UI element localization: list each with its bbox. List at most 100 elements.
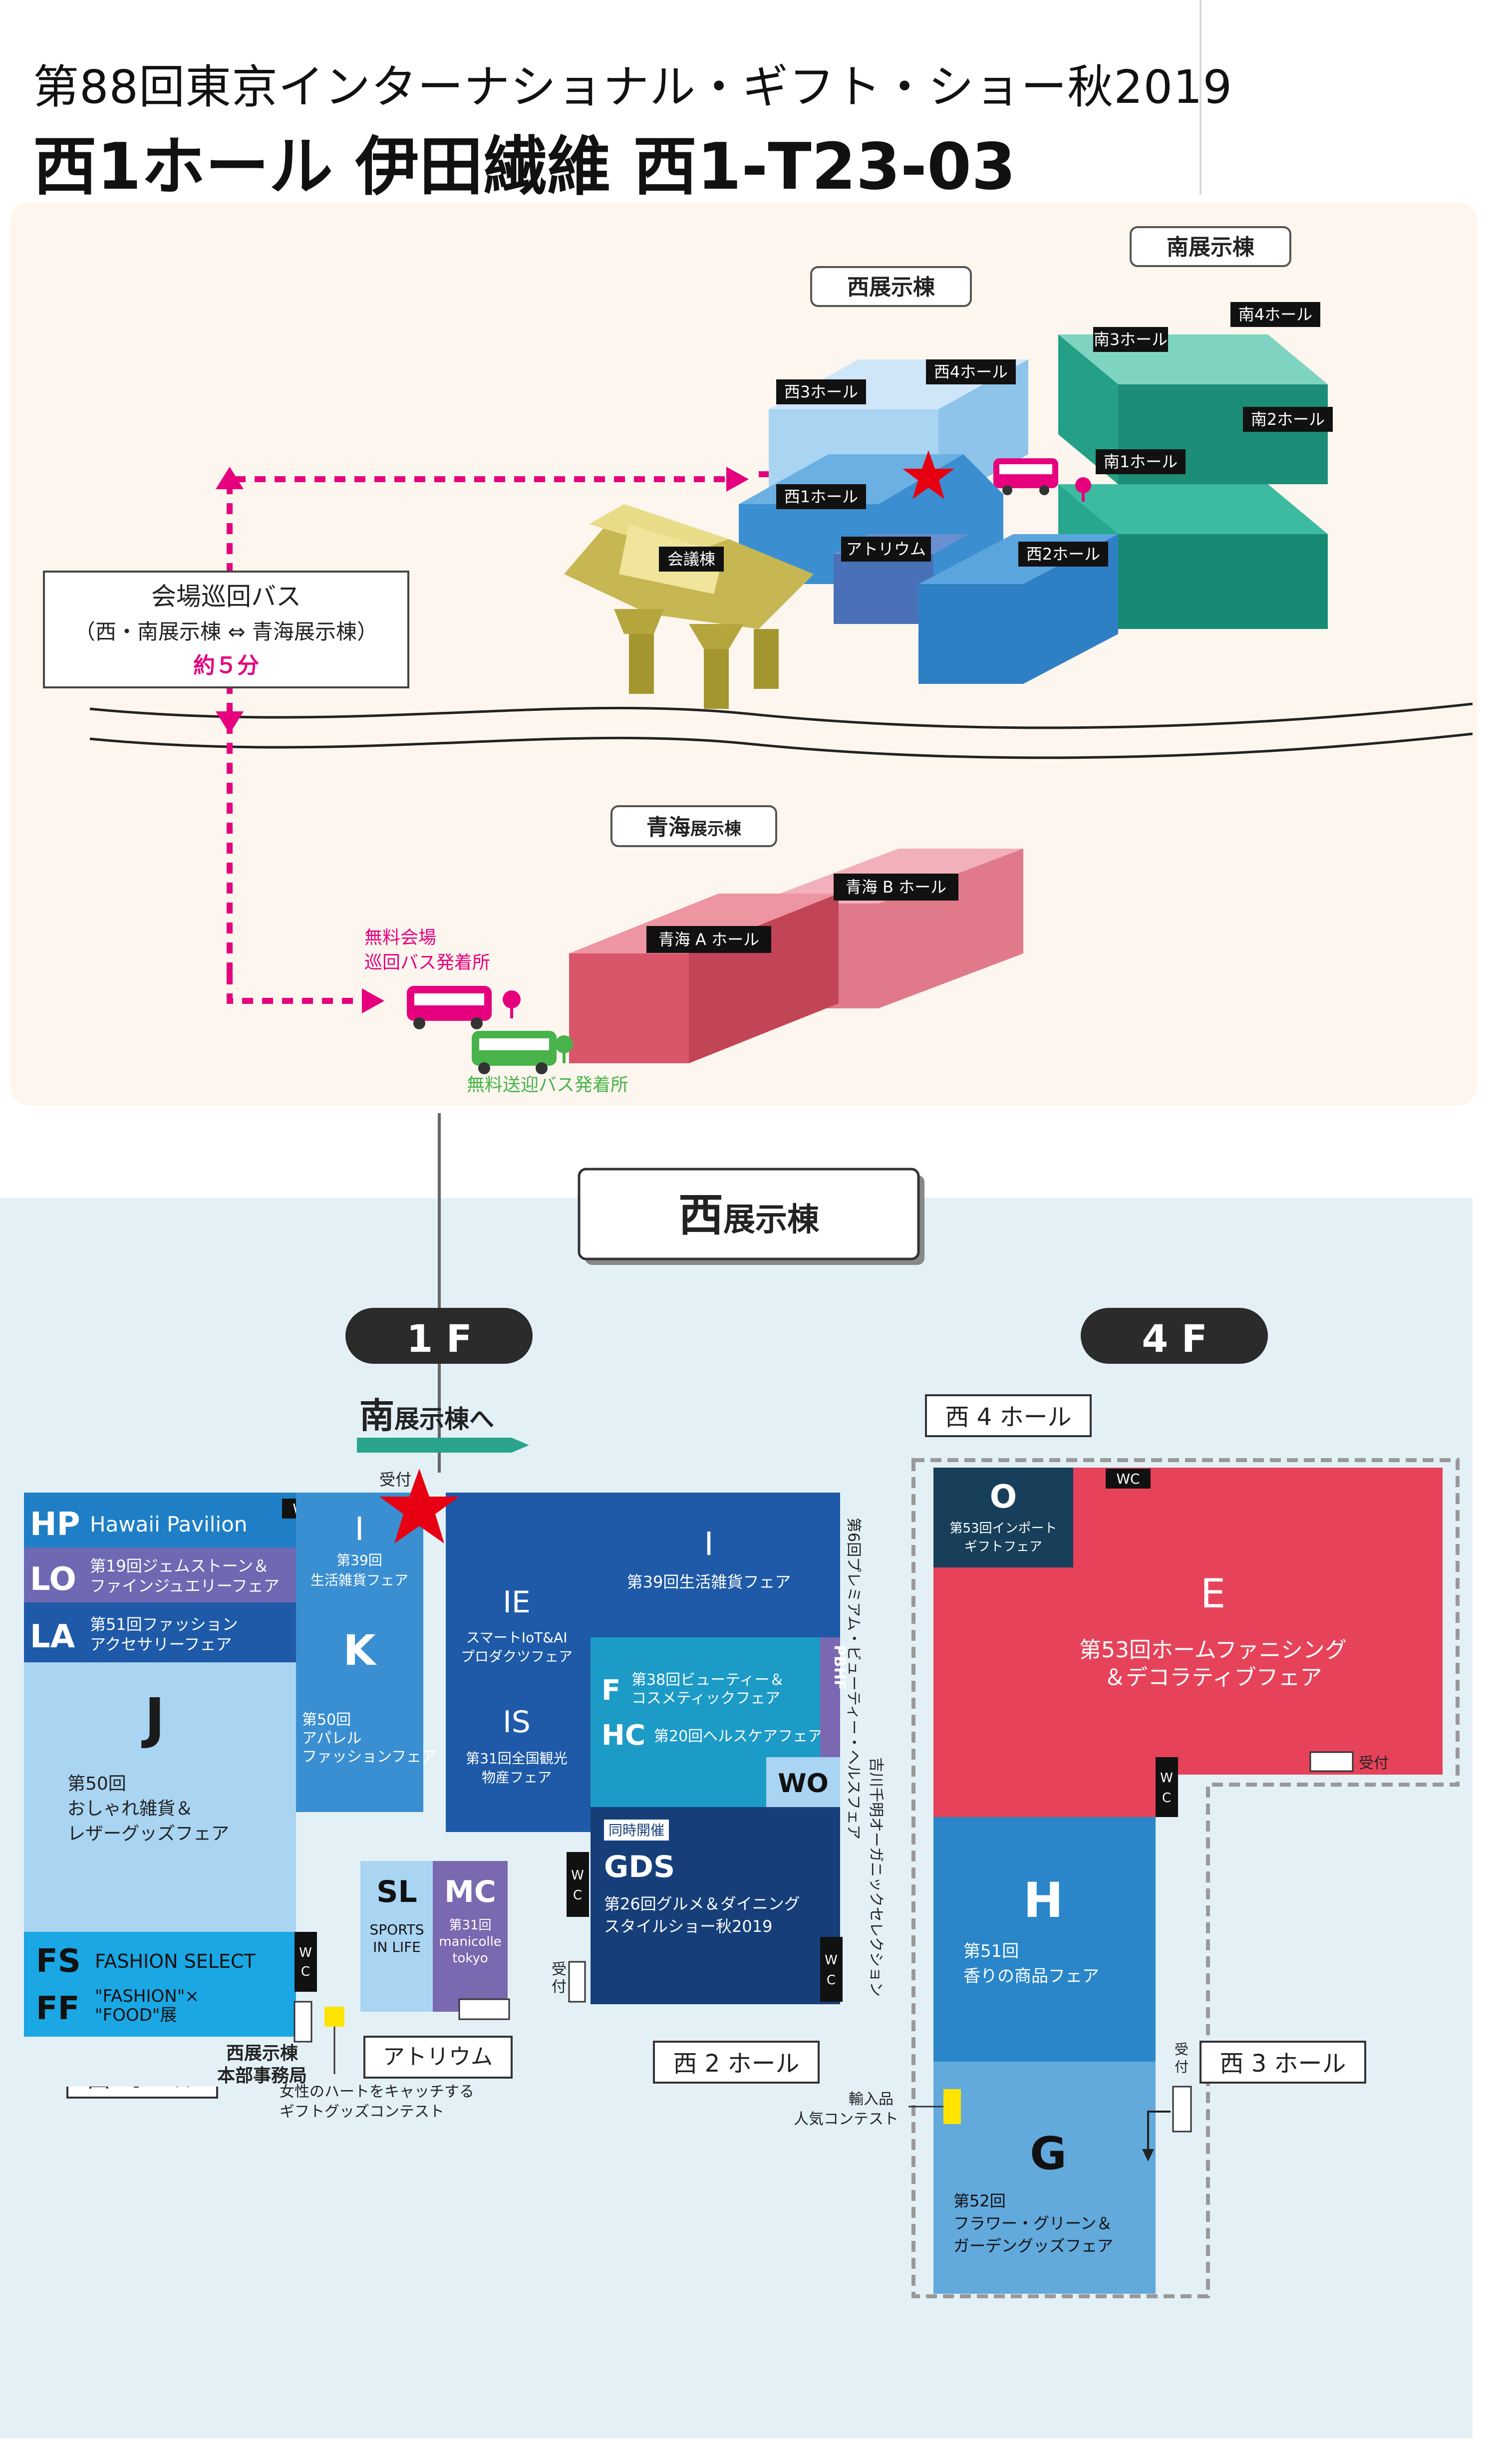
hall-label-bg xyxy=(926,359,1016,384)
zone-is-line2: 物産フェア xyxy=(482,1769,552,1786)
zone-g-line1: 第52回 xyxy=(953,2191,1006,2210)
import-contest-marker xyxy=(943,2089,961,2124)
zone-g-line3: ガーデングッズフェア xyxy=(953,2236,1113,2255)
reception-label: 付 xyxy=(552,1978,567,1996)
zone-e-line2: ＆デコラティブフェア xyxy=(1104,1665,1322,1690)
zone-fs-code: FS xyxy=(36,1943,81,1980)
hall-label-aomi-b: 青海 B ホール xyxy=(846,878,946,897)
star-icon xyxy=(379,1469,459,1543)
wc-label-text: C xyxy=(1162,1791,1171,1806)
hall-tag-west2 xyxy=(653,2041,820,2084)
zone-g-line2: フラワー・グリーン＆ xyxy=(953,2214,1112,2233)
reception-label: 受付 xyxy=(1359,1755,1389,1772)
bus-info-route: （西・南展示棟 ⇔ 青海展示棟） xyxy=(74,619,378,644)
hall-label-bg xyxy=(1096,449,1186,474)
zone-hc-code: HC xyxy=(601,1719,645,1752)
hall-label-bg xyxy=(776,484,866,509)
hall-label-south-3: 南3ホール xyxy=(1094,330,1168,349)
hall-label-bg xyxy=(1018,542,1108,567)
event-title: 第88回東京インターナショナル・ギフト・ショー秋2019 xyxy=(33,60,1233,114)
zone-gds-line1: 第26回グルメ＆ダイニング xyxy=(604,1894,800,1913)
hall-label-aomi-a: 青海 A ホール xyxy=(658,930,759,949)
zone-mc-line3: tokyo xyxy=(452,1951,488,1966)
zone-mc xyxy=(433,1861,508,2012)
zone-ff-name-line2: "FOOD"展 xyxy=(95,2005,177,2025)
free-shuttle-stop-label: 無料送迎バス発着所 xyxy=(467,1075,628,1095)
reception-box xyxy=(1309,1751,1354,1772)
zone-f-line2: コスメティックフェア xyxy=(631,1690,780,1707)
bus-stop-pin-icon xyxy=(503,990,521,1018)
zone-i-small-line2: 生活雑貨フェア xyxy=(310,1572,408,1588)
hall-tag-west3 xyxy=(1200,2041,1366,2084)
zone-fs-ff xyxy=(24,1932,296,2037)
zone-la xyxy=(24,1602,296,1662)
reception-label: 付 xyxy=(1175,2059,1189,2075)
zone-o-line1: 第53回インポート xyxy=(949,1521,1057,1536)
entrance-arrow-icon xyxy=(1142,2149,1154,2161)
building-tag-text: 西展示棟 xyxy=(678,1189,820,1241)
floor-pill-4f xyxy=(1081,1308,1268,1364)
wc-label-text: W xyxy=(299,1945,312,1960)
reception-box xyxy=(568,1961,586,2003)
zone-lo-line1: 第19回ジェムストーン＆ xyxy=(90,1556,269,1575)
wc-label xyxy=(820,1937,843,2002)
bus-route-arrow xyxy=(362,988,384,1013)
contest-label: 女性のハートをキャッチする xyxy=(280,2083,474,2101)
shuttle-bus-icon xyxy=(472,1031,557,1074)
import-contest-label: 輸入品 xyxy=(849,2091,894,2108)
hq-office-label: 本部事務局 xyxy=(217,2066,307,2086)
star-icon xyxy=(902,450,954,499)
to-south-label: 南展示棟へ xyxy=(359,1395,494,1436)
zone-mc-line1: 第31回 xyxy=(449,1918,491,1933)
hall-label-bg xyxy=(841,537,931,562)
zone-ie-line1: スマートIoT&AI xyxy=(466,1629,568,1646)
free-bus-stop-label: 巡回バス発着所 xyxy=(364,952,490,973)
zone-wo-code: WO xyxy=(778,1769,829,1799)
zone-h-line1: 第51回 xyxy=(963,1941,1019,1961)
zone-fs-ff-gap xyxy=(24,2037,296,2087)
zone-j-line3: レザーグッズフェア xyxy=(67,1824,229,1844)
zone-f-line1: 第38回ビューティー＆ xyxy=(631,1671,784,1689)
overview-map: 南3ホール 南4ホール 南2ホール 南1ホール 南展示棟 西3ホール 西4ホール… xyxy=(10,202,1478,1106)
bus-route-arrow xyxy=(726,467,749,492)
bus-icon xyxy=(407,986,492,1029)
reception-label: 受 xyxy=(552,1961,567,1978)
zone-j-line1: 第50回 xyxy=(67,1774,126,1794)
gds-badge xyxy=(604,1820,669,1841)
zone-f-code: F xyxy=(601,1674,620,1707)
wc-label-text: W xyxy=(825,1953,838,1968)
zone-la-code: LA xyxy=(30,1618,75,1655)
wc-label xyxy=(1156,1757,1178,1817)
south-building-tag xyxy=(1130,226,1291,267)
floor-pill-1f-text: 1 F xyxy=(406,1316,472,1361)
zone-hc-name: 第20回ヘルスケアフェア xyxy=(654,1728,823,1745)
shuttle-stop-pin-icon xyxy=(555,1035,573,1063)
hall-label-bg xyxy=(1093,327,1168,352)
zone-sl-line2: IN LIFE xyxy=(373,1939,421,1955)
hall-label-bg xyxy=(776,379,866,404)
reception-box xyxy=(294,2001,312,2043)
bus-stop-pin-icon xyxy=(1075,477,1091,502)
wc-label-text: W xyxy=(1160,1771,1173,1786)
zone-j-code: J xyxy=(141,1686,165,1750)
bus-info-time: 約５分 xyxy=(193,653,259,678)
zone-ie-code: IE xyxy=(503,1585,531,1620)
wc-label-text: C xyxy=(827,1973,836,1988)
hall-4f-outline xyxy=(911,1458,1460,2298)
hall-tag-west4-text: 西 4 ホール xyxy=(945,1403,1071,1431)
hall-label-atrium: アトリウム xyxy=(846,540,926,559)
wc-label xyxy=(567,1852,589,1917)
building-tag xyxy=(578,1168,920,1260)
atrium-tag xyxy=(363,2036,513,2079)
hall-label-bg xyxy=(646,926,771,953)
import-contest-label: 人気コンテスト xyxy=(794,2111,899,2128)
bus-icon xyxy=(993,458,1058,495)
zone-k-line3: ファッションフェア xyxy=(302,1748,436,1766)
zone-mc-line2: manicolle xyxy=(439,1934,502,1949)
zone-i-large-code: I xyxy=(704,1526,714,1563)
wc-label-text: C xyxy=(301,1964,310,1979)
zone-i-small-line1: 第39回 xyxy=(336,1552,382,1568)
wc-label-text: WC xyxy=(1116,1471,1140,1487)
zone-la-line1: 第51回ファッション xyxy=(90,1615,238,1634)
hall-label-bg xyxy=(659,547,724,572)
